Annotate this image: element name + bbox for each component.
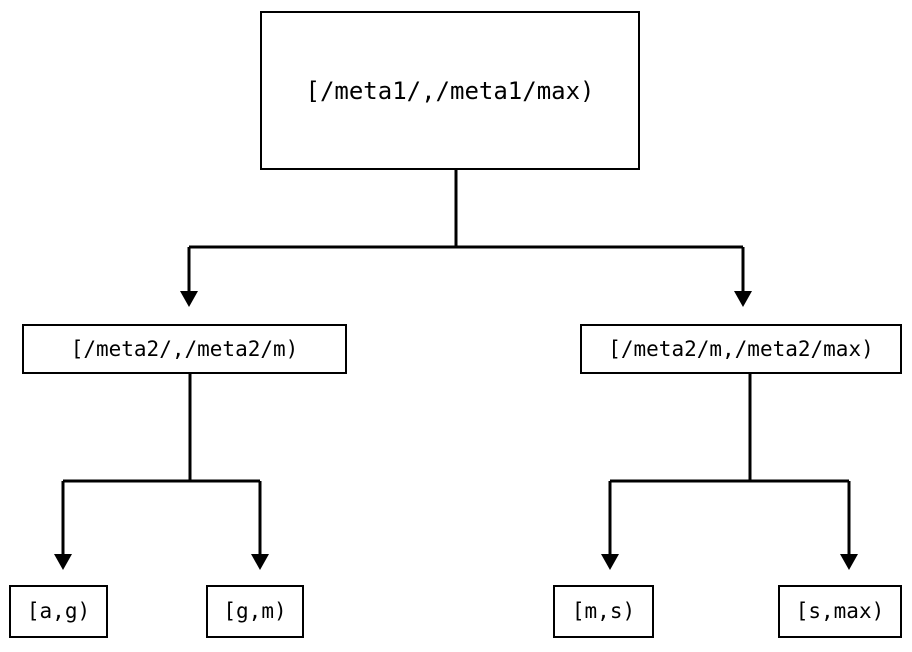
node-leaf-a-g[interactable]: [a,g) [9, 585, 108, 638]
arrowhead-to-leaf-smax [840, 554, 858, 570]
node-mid-right-label: [/meta2/m,/meta2/max) [608, 336, 874, 361]
node-root-label: [/meta1/,/meta1/max) [305, 76, 595, 105]
node-mid-left[interactable]: [/meta2/,/meta2/m) [22, 324, 347, 374]
node-leaf-g-m-label: [g,m) [223, 599, 287, 623]
node-leaf-m-s[interactable]: [m,s) [553, 585, 654, 638]
node-mid-left-label: [/meta2/,/meta2/m) [70, 336, 299, 361]
node-leaf-s-max-label: [s,max) [795, 599, 885, 623]
node-root[interactable]: [/meta1/,/meta1/max) [260, 11, 640, 170]
arrowhead-to-leaf-gm [251, 554, 269, 570]
arrowhead-to-leaf-ms [601, 554, 619, 570]
arrowhead-to-mid-left [180, 291, 198, 307]
node-leaf-s-max[interactable]: [s,max) [778, 585, 902, 638]
arrowhead-to-leaf-ag [54, 554, 72, 570]
arrowhead-to-mid-right [734, 291, 752, 307]
node-mid-right[interactable]: [/meta2/m,/meta2/max) [580, 324, 902, 374]
node-leaf-m-s-label: [m,s) [571, 599, 636, 623]
node-leaf-g-m[interactable]: [g,m) [206, 585, 304, 638]
node-leaf-a-g-label: [a,g) [26, 599, 91, 623]
